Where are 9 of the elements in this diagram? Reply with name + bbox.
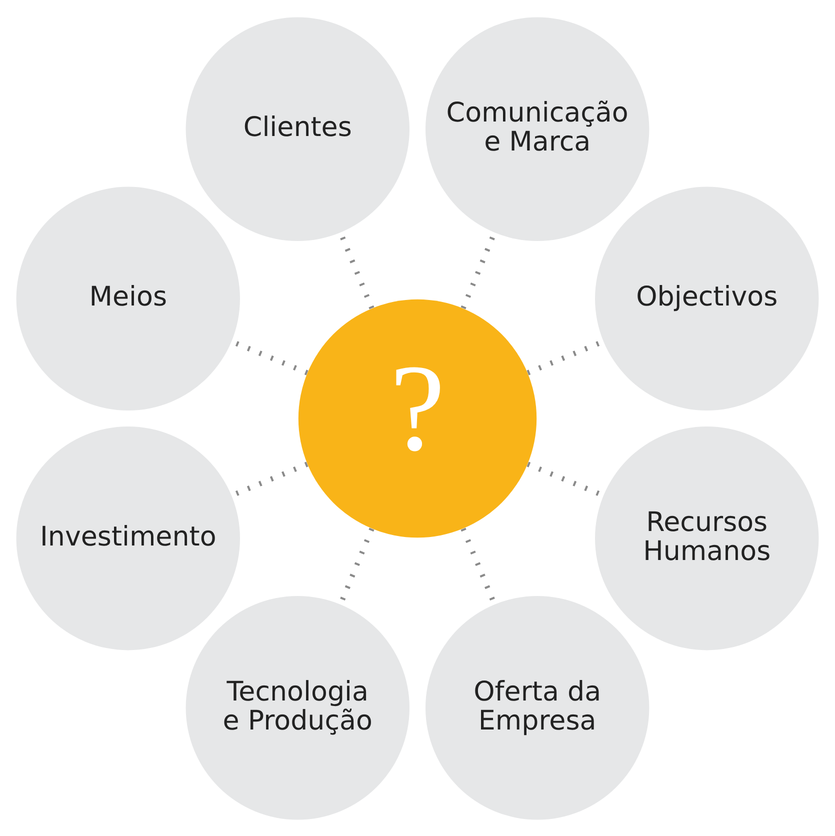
node-circle: Tecnologia e Produção xyxy=(186,596,410,820)
node-circle: Objectivos xyxy=(595,186,819,410)
node-circle: Clientes xyxy=(186,16,410,240)
node-circle: ? xyxy=(298,298,537,538)
node-circle: Oferta da Empresa xyxy=(426,596,650,820)
node-circle: Recursos Humanos xyxy=(595,426,819,650)
node-circle: Meios xyxy=(16,186,240,410)
node-circle: Comunicação e Marca xyxy=(426,16,650,240)
node-circle: Investimento xyxy=(16,426,240,650)
